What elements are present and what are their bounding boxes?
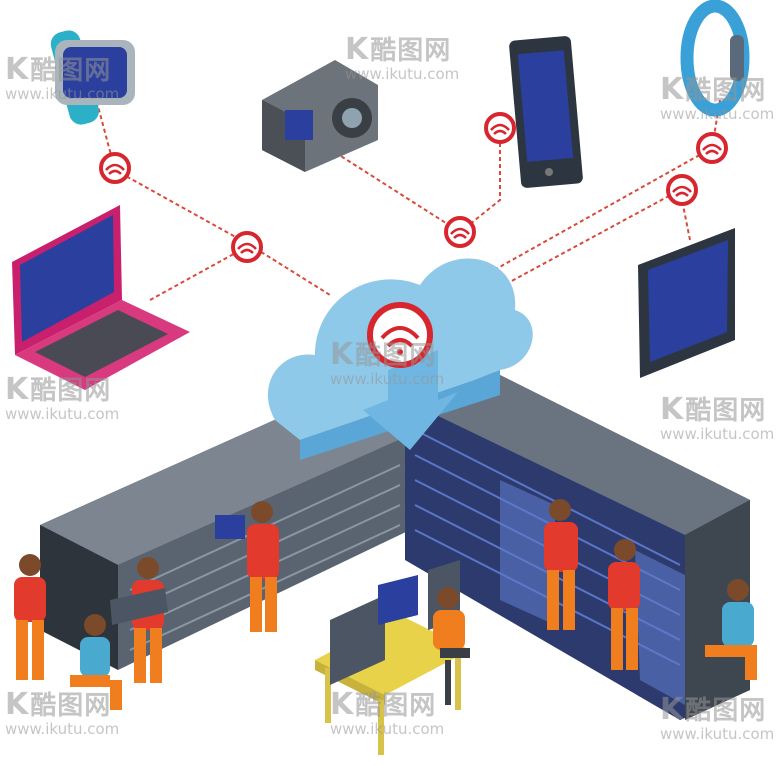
- cloud-icon: [267, 258, 533, 460]
- laptop-icon: [12, 205, 190, 390]
- wifi-icon: [444, 216, 476, 248]
- action-camera-icon: [262, 60, 378, 172]
- technician-icon: [215, 501, 279, 632]
- technician-icon: [544, 499, 578, 630]
- fitness-band-icon: [680, 0, 750, 117]
- smartphone-icon: [509, 36, 583, 188]
- tablet-icon: [638, 228, 735, 378]
- wifi-icon: [484, 112, 516, 144]
- technician-icon: [70, 614, 122, 710]
- wifi-icon: [666, 174, 698, 206]
- technician-icon: [608, 539, 640, 670]
- technician-icon: [433, 587, 470, 705]
- wifi-badges: [99, 112, 728, 263]
- wifi-icon: [99, 152, 131, 184]
- technician-icon: [705, 579, 757, 680]
- smartwatch-icon: [50, 30, 135, 125]
- technician-icon: [14, 554, 46, 680]
- technician-icon: [110, 557, 168, 683]
- wifi-icon: [367, 302, 433, 368]
- connection-lines: [94, 94, 721, 301]
- wifi-icon: [696, 132, 728, 164]
- wifi-icon: [231, 231, 263, 263]
